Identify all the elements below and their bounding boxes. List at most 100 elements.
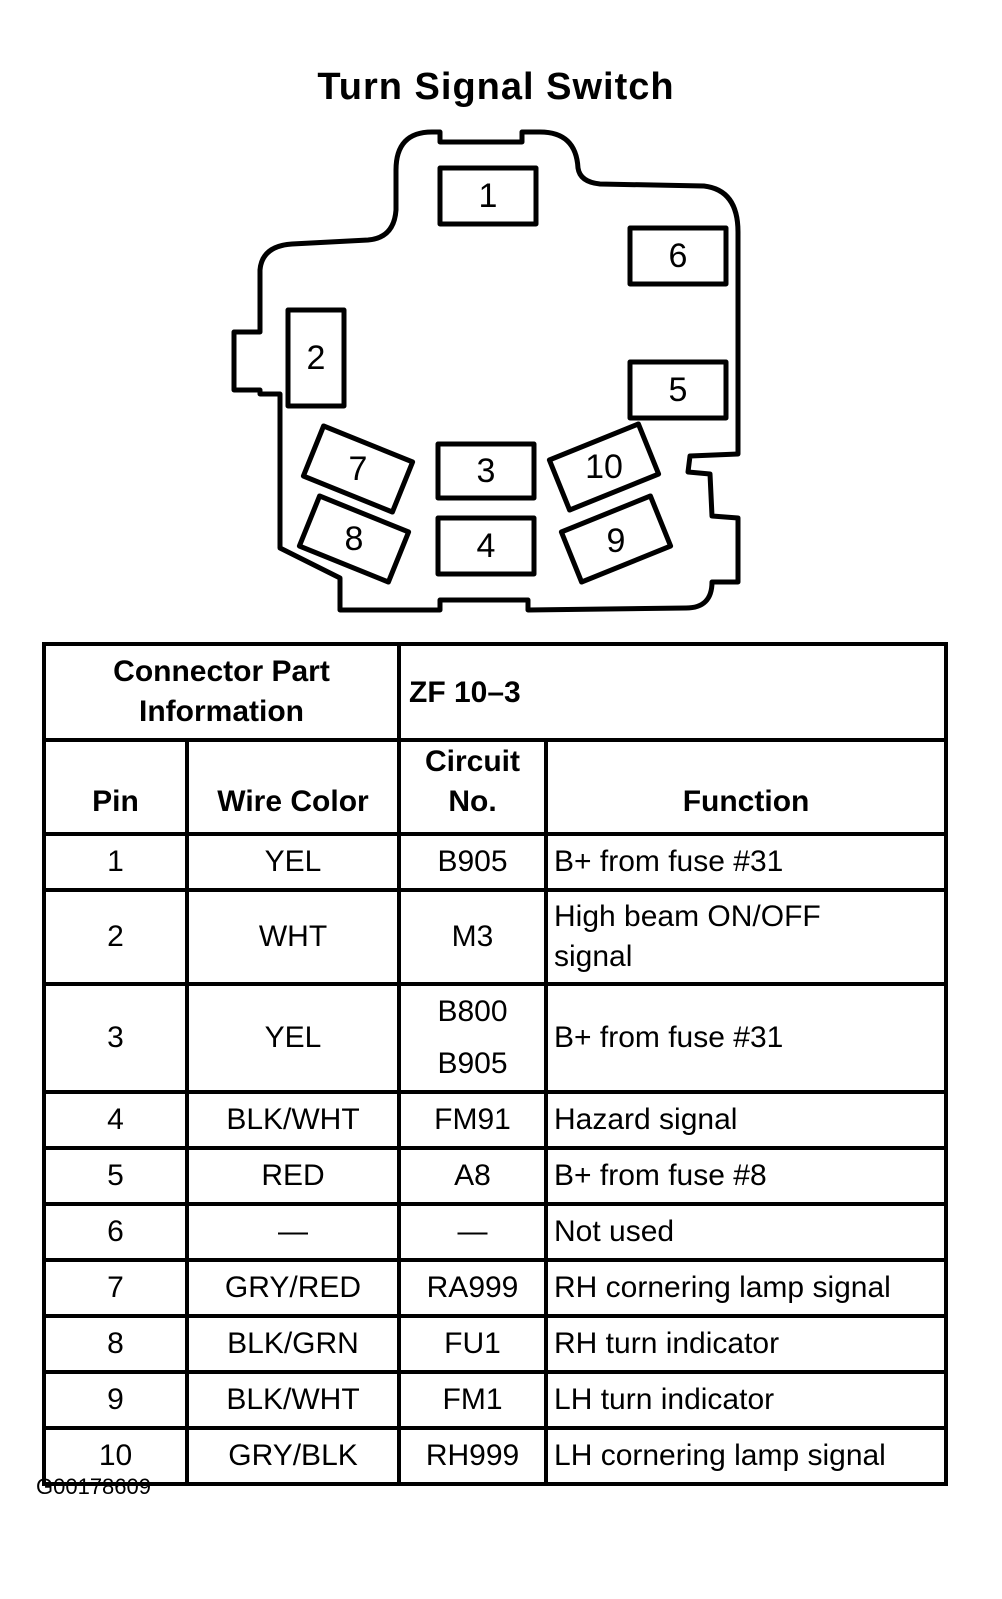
- function-text: B+ from fuse #31: [554, 1021, 784, 1054]
- function-text: B+ from fuse #8: [554, 1159, 767, 1192]
- circuit-cell: RH999: [397, 1426, 549, 1486]
- function-cell: B+ from fuse #31: [544, 982, 949, 1094]
- circuit-number: FM1: [442, 1383, 503, 1416]
- pin-cavity-1: [437, 165, 539, 227]
- pin-cavity-10: [546, 421, 662, 513]
- header-function: Function: [544, 738, 949, 836]
- pin-number-cell: 7: [42, 1258, 189, 1318]
- pin-cavity-8: [296, 493, 412, 585]
- function-text: RH cornering lamp signal: [554, 1271, 891, 1304]
- circuit-cell: FM91: [397, 1090, 549, 1150]
- header-wire-color: Wire Color: [184, 738, 402, 836]
- pin-label-8: 8: [345, 520, 364, 558]
- circuit-cell: FM1: [397, 1370, 549, 1430]
- pin-label-9: 9: [607, 522, 626, 560]
- circuit-number: A8: [454, 1159, 491, 1192]
- pin-label-7: 7: [349, 450, 368, 488]
- wire-color-cell: WHT: [184, 888, 402, 986]
- function-cell: B+ from fuse #8: [544, 1146, 949, 1206]
- wire-color-cell: BLK/WHT: [184, 1090, 402, 1150]
- pin-number-cell: 1: [42, 832, 189, 892]
- function-text: Not used: [554, 1215, 675, 1248]
- pin-number-cell: 4: [42, 1090, 189, 1150]
- header-circuit: Circuit No.: [397, 738, 549, 836]
- circuit-number: —: [457, 1215, 488, 1248]
- function-text: LH cornering lamp signal: [554, 1439, 886, 1472]
- circuit-number: RA999: [426, 1271, 519, 1304]
- circuit-cell: A8: [397, 1146, 549, 1206]
- pin-number-cell: 6: [42, 1202, 189, 1262]
- pinout-table: Connector Part Information ZF 10–3 Pin W…: [41, 642, 949, 1486]
- circuit-number: FU1: [444, 1327, 501, 1360]
- header-row: Pin Wire Color Circuit No. Function: [42, 738, 949, 836]
- function-text: High beam ON/OFF: [554, 900, 821, 933]
- part-info-label: Connector Part Information: [41, 642, 402, 742]
- pin-label-5: 5: [669, 371, 688, 409]
- function-text: signal: [554, 940, 633, 973]
- pin-cavity-7: [300, 423, 416, 515]
- function-text: B+ from fuse #31: [554, 845, 784, 878]
- pin-number-cell: 8: [42, 1314, 189, 1374]
- wire-color-cell: YEL: [184, 832, 402, 892]
- pin-number-cell: 9: [42, 1370, 189, 1430]
- wire-color-cell: BLK/GRN: [184, 1314, 402, 1374]
- circuit-cell: FU1: [397, 1314, 549, 1374]
- wire-color-cell: —: [184, 1202, 402, 1262]
- function-cell: LH cornering lamp signal: [544, 1426, 949, 1486]
- function-cell: RH cornering lamp signal: [544, 1258, 949, 1318]
- wire-color-cell: RED: [184, 1146, 402, 1206]
- wire-color-cell: GRY/BLK: [184, 1426, 402, 1486]
- pin-number-cell: 3: [42, 982, 189, 1094]
- wire-color-cell: YEL: [184, 982, 402, 1094]
- function-cell: High beam ON/OFF signal: [544, 888, 949, 986]
- connector-face-diagram: 1 6 5 2 3 4 7 8 10 9: [231, 129, 741, 613]
- pin-cavity-5: [627, 359, 729, 421]
- pin-cavity-4: [435, 515, 537, 577]
- circuit-cell: M3: [397, 888, 549, 986]
- circuit-number: FM91: [434, 1103, 511, 1136]
- part-info-value: ZF 10–3: [397, 642, 949, 742]
- pin-label-2: 2: [307, 339, 326, 377]
- pin-cavity-6: [627, 225, 729, 287]
- circuit-cell: —: [397, 1202, 549, 1262]
- figure-id: G00178609: [36, 1474, 151, 1499]
- function-text: RH turn indicator: [554, 1327, 780, 1360]
- diagram-title: Turn Signal Switch: [317, 66, 675, 108]
- header-pin: Pin: [42, 738, 189, 836]
- pin-label-10: 10: [585, 448, 623, 486]
- pin-cavity-2: [285, 307, 347, 409]
- part-info-row: Connector Part Information ZF 10–3: [41, 642, 949, 742]
- connector-outline: [231, 129, 741, 613]
- circuit-number: RH999: [425, 1439, 520, 1472]
- function-cell: RH turn indicator: [544, 1314, 949, 1374]
- pin-number-cell: 2: [42, 888, 189, 986]
- circuit-cell: RA999: [397, 1258, 549, 1318]
- wire-color-cell: BLK/WHT: [184, 1370, 402, 1430]
- function-text: Hazard signal: [554, 1103, 738, 1136]
- circuit-number: B800: [437, 995, 508, 1028]
- function-cell: LH turn indicator: [544, 1370, 949, 1430]
- pin-label-6: 6: [669, 237, 688, 275]
- circuit-number: B905: [437, 1047, 508, 1080]
- table-row: 6——Not used: [42, 1202, 949, 1262]
- pin-cavity-9: [558, 493, 674, 585]
- pin-number-cell: 10: [42, 1426, 189, 1486]
- function-cell: Not used: [544, 1202, 949, 1262]
- pin-number-cell: 5: [42, 1146, 189, 1206]
- pin-label-1: 1: [479, 177, 498, 215]
- circuit-cell: B905: [397, 832, 549, 892]
- circuit-number: M3: [451, 920, 494, 953]
- function-text: LH turn indicator: [554, 1383, 775, 1416]
- circuit-number: B905: [437, 845, 508, 878]
- function-cell: Hazard signal: [544, 1090, 949, 1150]
